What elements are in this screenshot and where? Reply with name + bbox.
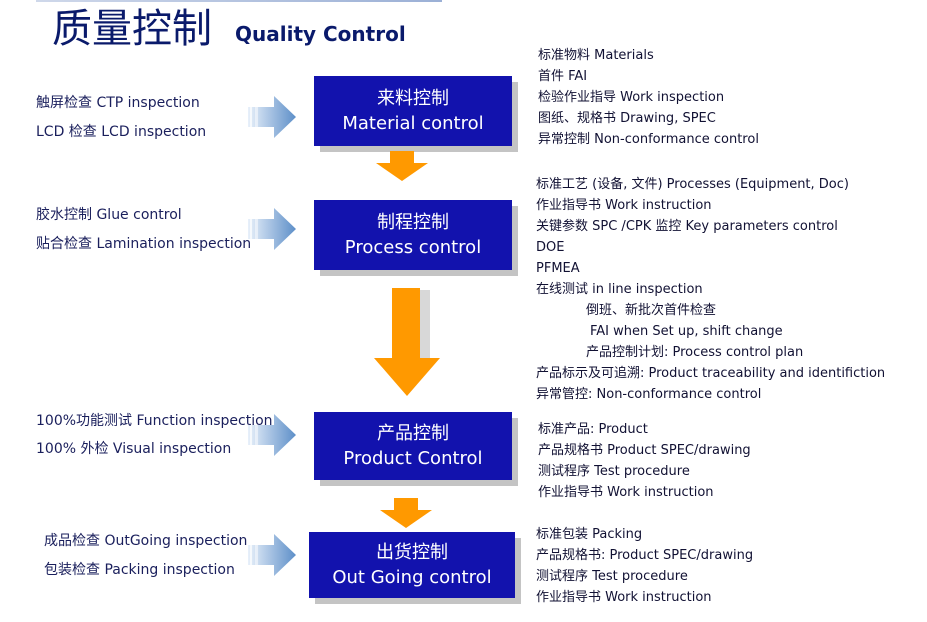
stage3-title-en: Product Control <box>343 448 483 469</box>
stage1-item: 图纸、规格书 Drawing, SPEC <box>538 111 716 126</box>
stage1-title-en: Material control <box>342 113 484 134</box>
stage4-title-cn: 出货控制 <box>376 542 448 563</box>
stage1-left-line2: LCD 检查 LCD inspection <box>36 124 207 140</box>
stage3-title-cn: 产品控制 <box>377 423 449 444</box>
stage2-left-line1: 胶水控制 Glue control <box>36 207 182 223</box>
stage1-item: 首件 FAI <box>538 69 588 84</box>
blue-right-arrow-icon <box>248 534 296 576</box>
stage1-item: 异常控制 Non-conformance control <box>538 132 759 147</box>
stage3-item: 标准产品: Product <box>538 422 648 437</box>
stage3-left-line2: 100% 外检 Visual inspection <box>36 441 232 457</box>
stage2-title-en: Process control <box>344 237 482 258</box>
stage1-box: 来料控制 Material control <box>314 76 512 146</box>
stage1-item: 标准物料 Materials <box>538 48 654 63</box>
stage2-item: 作业指导书 Work instruction <box>536 198 712 213</box>
stage2-item: FAI when Set up, shift change <box>590 324 783 339</box>
stage4-left-line1: 成品检查 OutGoing inspection <box>44 533 248 549</box>
stage4-item: 作业指导书 Work instruction <box>536 590 712 605</box>
stage3-box: 产品控制 Product Control <box>314 412 512 480</box>
stage2-item: 产品控制计划: Process control plan <box>586 345 804 360</box>
stage2-item: DOE <box>536 240 565 255</box>
stage4-item: 测试程序 Test procedure <box>536 569 688 584</box>
blue-right-arrow-icon <box>248 96 296 138</box>
blue-right-arrow-icon <box>248 208 296 250</box>
stage2-item: 异常管控: Non-conformance control <box>536 387 762 402</box>
stage1-item: 检验作业指导 Work inspection <box>538 90 725 105</box>
orange-down-arrow-icon <box>376 151 428 181</box>
stage4-box: 出货控制 Out Going control <box>309 532 515 598</box>
stage3-item: 作业指导书 Work instruction <box>538 485 714 500</box>
stage4-left-line2: 包装检查 Packing inspection <box>44 562 235 578</box>
stage2-item: 关键参数 SPC /CPK 监控 Key parameters control <box>536 219 838 234</box>
stage3-item: 产品规格书 Product SPEC/drawing <box>538 443 751 458</box>
stage2-item: 产品标示及可追溯: Product traceability and ident… <box>536 366 886 381</box>
orange-down-arrow-icon <box>380 498 432 528</box>
stage2-right-list: 标准工艺 (设备, 文件) Processes (Equipment, Doc)… <box>536 176 885 403</box>
stage4-item: 标准包装 Packing <box>536 527 643 542</box>
stage1-title-cn: 来料控制 <box>377 88 449 109</box>
stage2-title-cn: 制程控制 <box>377 212 449 233</box>
stage3-item: 测试程序 Test procedure <box>538 464 690 479</box>
stage2-item: 在线测试 in line inspection <box>536 282 703 297</box>
page-subtitle: Quality Control <box>235 22 406 46</box>
stage2-item: 标准工艺 (设备, 文件) Processes (Equipment, Doc) <box>536 177 849 192</box>
page-title: 质量控制 <box>52 6 212 52</box>
stage4-right-list: 标准包装 Packing 产品规格书: Product SPEC/drawing… <box>536 526 753 606</box>
stage2-item: 倒班、新批次首件检查 <box>586 303 717 318</box>
stage1-left-line1: 触屏检查 CTP inspection <box>36 95 200 111</box>
stage4-title-en: Out Going control <box>332 567 492 588</box>
stage2-left-line2: 贴合检查 Lamination inspection <box>36 236 252 252</box>
stage3-right-list: 标准产品: Product 产品规格书 Product SPEC/drawing… <box>538 421 751 501</box>
stage3-left-line1: 100%功能测试 Function inspection <box>36 413 273 429</box>
orange-down-arrow-icon <box>374 288 440 396</box>
title-underline <box>36 0 442 2</box>
blue-right-arrow-icon <box>248 414 296 456</box>
stage4-item: 产品规格书: Product SPEC/drawing <box>536 548 754 563</box>
stage2-box: 制程控制 Process control <box>314 200 512 270</box>
stage1-right-list: 标准物料 Materials 首件 FAI 检验作业指导 Work inspec… <box>538 47 759 148</box>
stage2-item: PFMEA <box>536 261 580 276</box>
